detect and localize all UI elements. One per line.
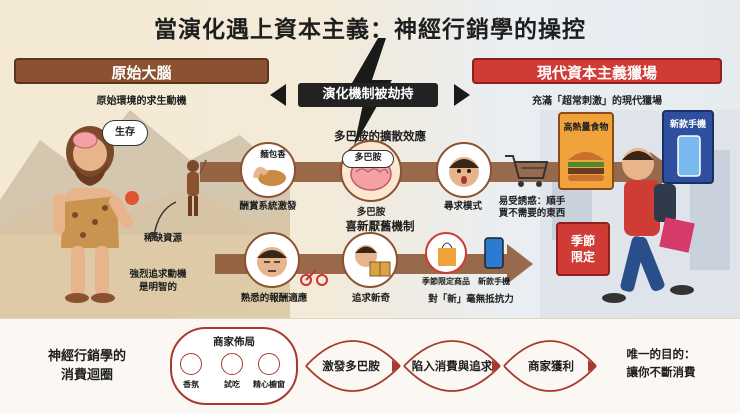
new-phone-sign-text: 新款手機 [669, 120, 706, 130]
new-phone-sign: 新款手機 [662, 110, 714, 184]
tasting-label: 試吃 [224, 380, 240, 389]
sole-purpose-line-2: 讓你不斷消費 [626, 365, 696, 379]
scarcity-label: 稀缺資源 [143, 233, 182, 244]
seeking-face-circle [436, 142, 492, 198]
scent-icon [180, 353, 202, 375]
temptation-label: 易受誘惑：順手 買不需要的東西 [482, 196, 582, 220]
hijack-label: 演化機制被劫持 [298, 83, 438, 107]
novelty-mechanism-heading: 喜新厭舊機制 [345, 219, 415, 233]
novelty-face-circle [342, 232, 398, 288]
temptation-line-1: 易受誘惑：順手 [498, 196, 566, 207]
motivation-line-2: 是明智的 [138, 282, 177, 293]
primitive-brain-subtitle: 原始環境的求生動機 [96, 96, 187, 107]
caveman-illustration [53, 126, 139, 303]
high-calorie-food-sign: 高熱量食物 [558, 112, 614, 190]
dopamine-trigger-label: 激發多巴胺 [322, 359, 380, 373]
dopamine-label: 多巴胺 [356, 207, 386, 218]
hunter-figure-icon [187, 159, 207, 216]
seasonal-line-1: 季節 [570, 234, 595, 248]
consumption-loop-panel [0, 318, 740, 413]
smartphone-icon [484, 237, 504, 269]
seasonal-line-2: 限定 [570, 250, 595, 264]
dopamine-bubble: 多巴胺 [342, 150, 394, 168]
display-window-label: 精心櫥窗 [253, 380, 285, 389]
primitive-brain-banner: 原始大腦 [14, 58, 269, 84]
merchant-profit-label: 商家獲利 [528, 359, 574, 373]
double-arrow-icon [270, 84, 470, 106]
seek-novelty-label: 追求新奇 [351, 293, 390, 304]
burger-icon [568, 152, 604, 181]
modern-hunting-ground-banner: 現代資本主義獵場 [472, 58, 722, 84]
limited-edition-label: 季節限定商品 [422, 277, 470, 286]
merchant-layout-label: 商家佈局 [213, 336, 255, 348]
stressed-shopper-illustration [602, 148, 695, 303]
consumption-chase-label: 陷入消費與追求 [411, 359, 493, 373]
bored-face-icon [257, 247, 287, 277]
page-title: 當演化遇上資本主義：神經行銷學的操控 [154, 17, 586, 43]
loop-title: 神經行銷學的 消費迴圈 [22, 347, 152, 385]
gift-box-icon [355, 245, 391, 277]
scent-label: 香氛 [183, 380, 199, 389]
sole-purpose-line-1: 唯一的目的： [626, 347, 696, 361]
seasonal-limited-sign: 季節 限定 [556, 222, 610, 276]
survival-thought-bubble: 生存 [102, 120, 148, 146]
irresistible-label: 對「新」毫無抵抗力 [428, 294, 514, 305]
loop-title-line-1: 神經行銷學的 [47, 349, 126, 364]
high-calorie-food-text: 高熱量食物 [563, 123, 609, 133]
scarcity-arrow [150, 201, 177, 240]
loop-arcs [305, 340, 597, 392]
adaptation-label: 熟悉的報酬適應 [240, 293, 308, 304]
dopamine-amplification-heading: 多巴胺的擴散效應 [334, 129, 426, 143]
bread-icon [253, 166, 286, 186]
seeking-mode-label: 尋求模式 [443, 201, 482, 212]
surprised-face-icon [449, 157, 479, 187]
motivation-label: 強烈追求動機 是明智的 [108, 268, 208, 294]
loop-title-line-2: 消費迴圈 [60, 368, 113, 383]
temptation-line-2: 買不需要的東西 [498, 208, 566, 219]
phone-display-icon [677, 135, 701, 177]
sole-purpose-label: 唯一的目的： 讓你不斷消費 [596, 345, 726, 381]
shopping-bag-icon [438, 242, 456, 266]
new-phone-label: 新款手機 [478, 277, 510, 286]
motivation-line-1: 強烈追求動機 [129, 269, 187, 280]
bored-face-circle [244, 232, 300, 288]
bread-aroma-label: 麵包香 [260, 150, 286, 160]
shopping-cart-icon [505, 155, 549, 187]
tasting-icon [221, 353, 243, 375]
reward-system-label: 酬賞系統激發 [239, 201, 297, 212]
new-products-circle [425, 232, 467, 274]
modern-hunting-ground-subtitle: 充滿「超常刺激」的現代獵場 [532, 96, 662, 107]
tricycle-icon [300, 269, 328, 286]
bread-smell-circle [240, 142, 296, 198]
display-window-icon [258, 353, 280, 375]
